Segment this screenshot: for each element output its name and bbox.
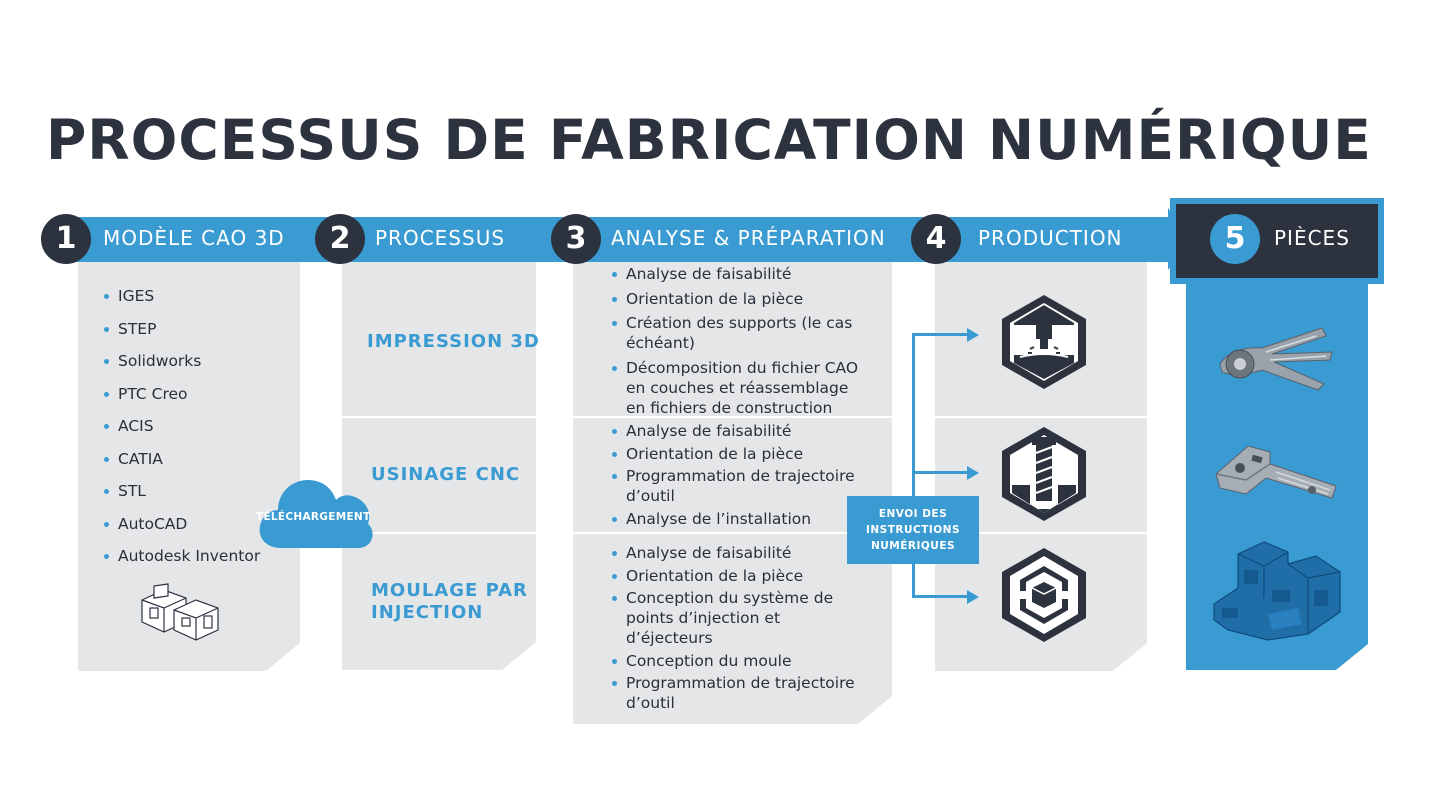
list-item-continuation: points d’injection et <box>626 609 781 627</box>
send-line: ENVOI DES <box>878 508 948 520</box>
list-item: STL <box>104 481 260 501</box>
connector-middle <box>912 471 968 474</box>
arrow-right-icon <box>967 466 979 480</box>
3d-printer-icon <box>1002 295 1086 389</box>
list-item: Décomposition du fichier CAO <box>612 358 858 378</box>
list-item: Programmation de trajectoire <box>612 673 855 693</box>
row-divider <box>573 532 892 534</box>
process-cnc-label: USINAGE CNC <box>371 464 520 486</box>
step-3-number: 3 <box>551 214 601 264</box>
step-4-label: PRODUCTION <box>978 226 1123 250</box>
list-item: Solidworks <box>104 351 260 371</box>
process-band <box>70 217 1180 262</box>
injection-mold-icon <box>1002 548 1086 642</box>
row-divider <box>342 532 536 534</box>
cad-model-icon <box>141 583 219 641</box>
list-item-continuation: d’éjecteurs <box>626 629 713 647</box>
page-title: PROCESSUS DE FABRICATION NUMÉRIQUE <box>46 108 1372 172</box>
list-item: Orientation de la pièce <box>612 566 855 586</box>
arrow-right-icon <box>967 328 979 342</box>
process-label-line: IMPRESSION 3D <box>367 331 540 352</box>
step-1-label: MODÈLE CAO 3D <box>103 226 285 250</box>
row-divider <box>342 416 536 418</box>
list-item: CATIA <box>104 449 260 469</box>
step-2-number: 2 <box>315 214 365 264</box>
list-item-continuation: d’outil <box>626 487 675 505</box>
analysis-molding-list: Analyse de faisabilité Orientation de la… <box>612 543 855 713</box>
arrow-right-icon <box>967 590 979 604</box>
process-molding-label: MOULAGE PAR INJECTION <box>371 580 528 624</box>
step-4-number: 4 <box>911 214 961 264</box>
machined-part-icon <box>1215 445 1337 499</box>
gripper-part-icon <box>1219 327 1333 391</box>
list-item: STEP <box>104 319 260 339</box>
row-divider <box>935 416 1147 418</box>
analysis-cnc-list: Analyse de faisabilité Orientation de la… <box>612 421 855 529</box>
list-item-continuation: en fichiers de construction <box>626 398 833 417</box>
processes-panel <box>342 262 536 670</box>
send-line: INSTRUCTIONS <box>865 524 961 536</box>
list-item: IGES <box>104 286 260 306</box>
row-divider <box>573 416 892 418</box>
step-3-label: ANALYSE & PRÉPARATION <box>611 226 886 250</box>
step-5-label: PIÈCES <box>1274 226 1350 250</box>
list-item: AutoCAD <box>104 514 260 534</box>
upload-label: TÉLÉCHARGEMENT <box>256 511 371 523</box>
cloud-icon <box>259 480 373 548</box>
cad-format-list: IGES STEP Solidworks PTC Creo ACIS CATIA… <box>104 286 260 566</box>
process-label-line: USINAGE CNC <box>371 464 521 485</box>
list-item: Conception du système de <box>612 588 855 608</box>
list-item: Conception du moule <box>612 651 855 671</box>
step-5-number: 5 <box>1210 214 1260 264</box>
list-item-continuation: en couches et réassemblage <box>626 378 849 397</box>
send-line: NUMÉRIQUES <box>870 540 956 552</box>
molded-part-icon <box>1213 541 1341 641</box>
process-label-line: INJECTION <box>371 602 484 623</box>
step-5-inner <box>1176 204 1378 278</box>
cnc-drill-icon <box>1002 427 1086 521</box>
analysis-printing-list: Analyse de faisabilité Orientation de la… <box>612 264 858 418</box>
step-2-label: PROCESSUS <box>375 226 506 250</box>
process-printing-label: IMPRESSION 3D <box>367 331 540 353</box>
list-item: Orientation de la pièce <box>612 289 858 309</box>
list-item-continuation: d’outil <box>626 694 675 712</box>
list-item: Analyse de l’installation <box>612 509 855 529</box>
list-item: PTC Creo <box>104 384 260 404</box>
list-item: Autodesk Inventor <box>104 546 260 566</box>
analysis-panel <box>573 262 892 724</box>
list-item: Orientation de la pièce <box>612 444 855 464</box>
step-1-number: 1 <box>41 214 91 264</box>
list-item: Analyse de faisabilité <box>612 264 858 284</box>
list-item-continuation: échéant) <box>626 334 695 352</box>
list-item: Analyse de faisabilité <box>612 543 855 563</box>
list-item: Analyse de faisabilité <box>612 421 855 441</box>
list-item: Programmation de trajectoire <box>612 466 855 486</box>
send-instructions-box: ENVOI DES INSTRUCTIONS NUMÉRIQUES <box>847 496 979 564</box>
connector-bottom <box>912 595 968 598</box>
process-label-line: MOULAGE PAR <box>371 580 528 601</box>
list-item: Création des supports (le cas <box>612 313 858 333</box>
connector-top <box>912 333 968 336</box>
list-item: ACIS <box>104 416 260 436</box>
connector-vertical <box>912 333 915 598</box>
row-divider <box>935 532 1147 534</box>
